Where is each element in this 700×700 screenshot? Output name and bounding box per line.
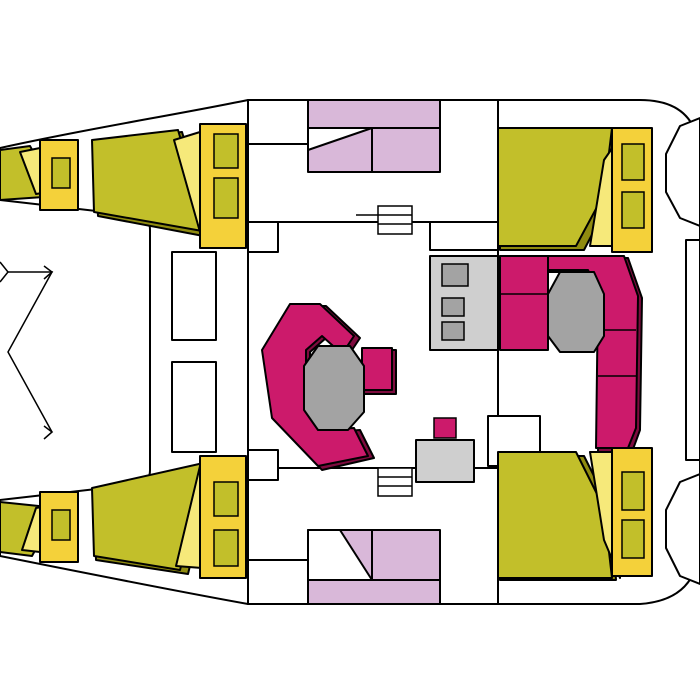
- forward-trampoline: [0, 199, 151, 501]
- aft-transom-step: [665, 473, 700, 585]
- aft-transom-step: [665, 117, 700, 227]
- deck-hatch: [171, 251, 217, 341]
- bulkhead-notch: [247, 221, 279, 253]
- starboard-head: [307, 529, 441, 605]
- saloon-settee: [261, 303, 397, 471]
- aft-transom-step: [685, 239, 700, 461]
- aft-cabin-berth: [497, 447, 653, 581]
- saloon-table: [303, 345, 365, 431]
- bulkhead-notch: [247, 449, 279, 481]
- deck-hatch: [171, 361, 217, 453]
- companionway-steps: [356, 205, 413, 235]
- galley: [429, 255, 499, 351]
- bulkhead-notch: [429, 221, 499, 251]
- port-aft-berth: [91, 123, 247, 249]
- starboard-forward-berth: [0, 491, 79, 563]
- cockpit-table: [547, 271, 605, 353]
- port-forward-berth: [0, 139, 79, 211]
- port-head: [307, 99, 441, 173]
- trampoline-arrows-icon: [0, 261, 54, 440]
- starboard-aft-berth: [91, 455, 247, 579]
- cockpit-seating: [499, 255, 643, 453]
- nav-station: [415, 417, 475, 483]
- aft-cabin-berth: [497, 127, 653, 253]
- companionway-steps: [377, 467, 413, 497]
